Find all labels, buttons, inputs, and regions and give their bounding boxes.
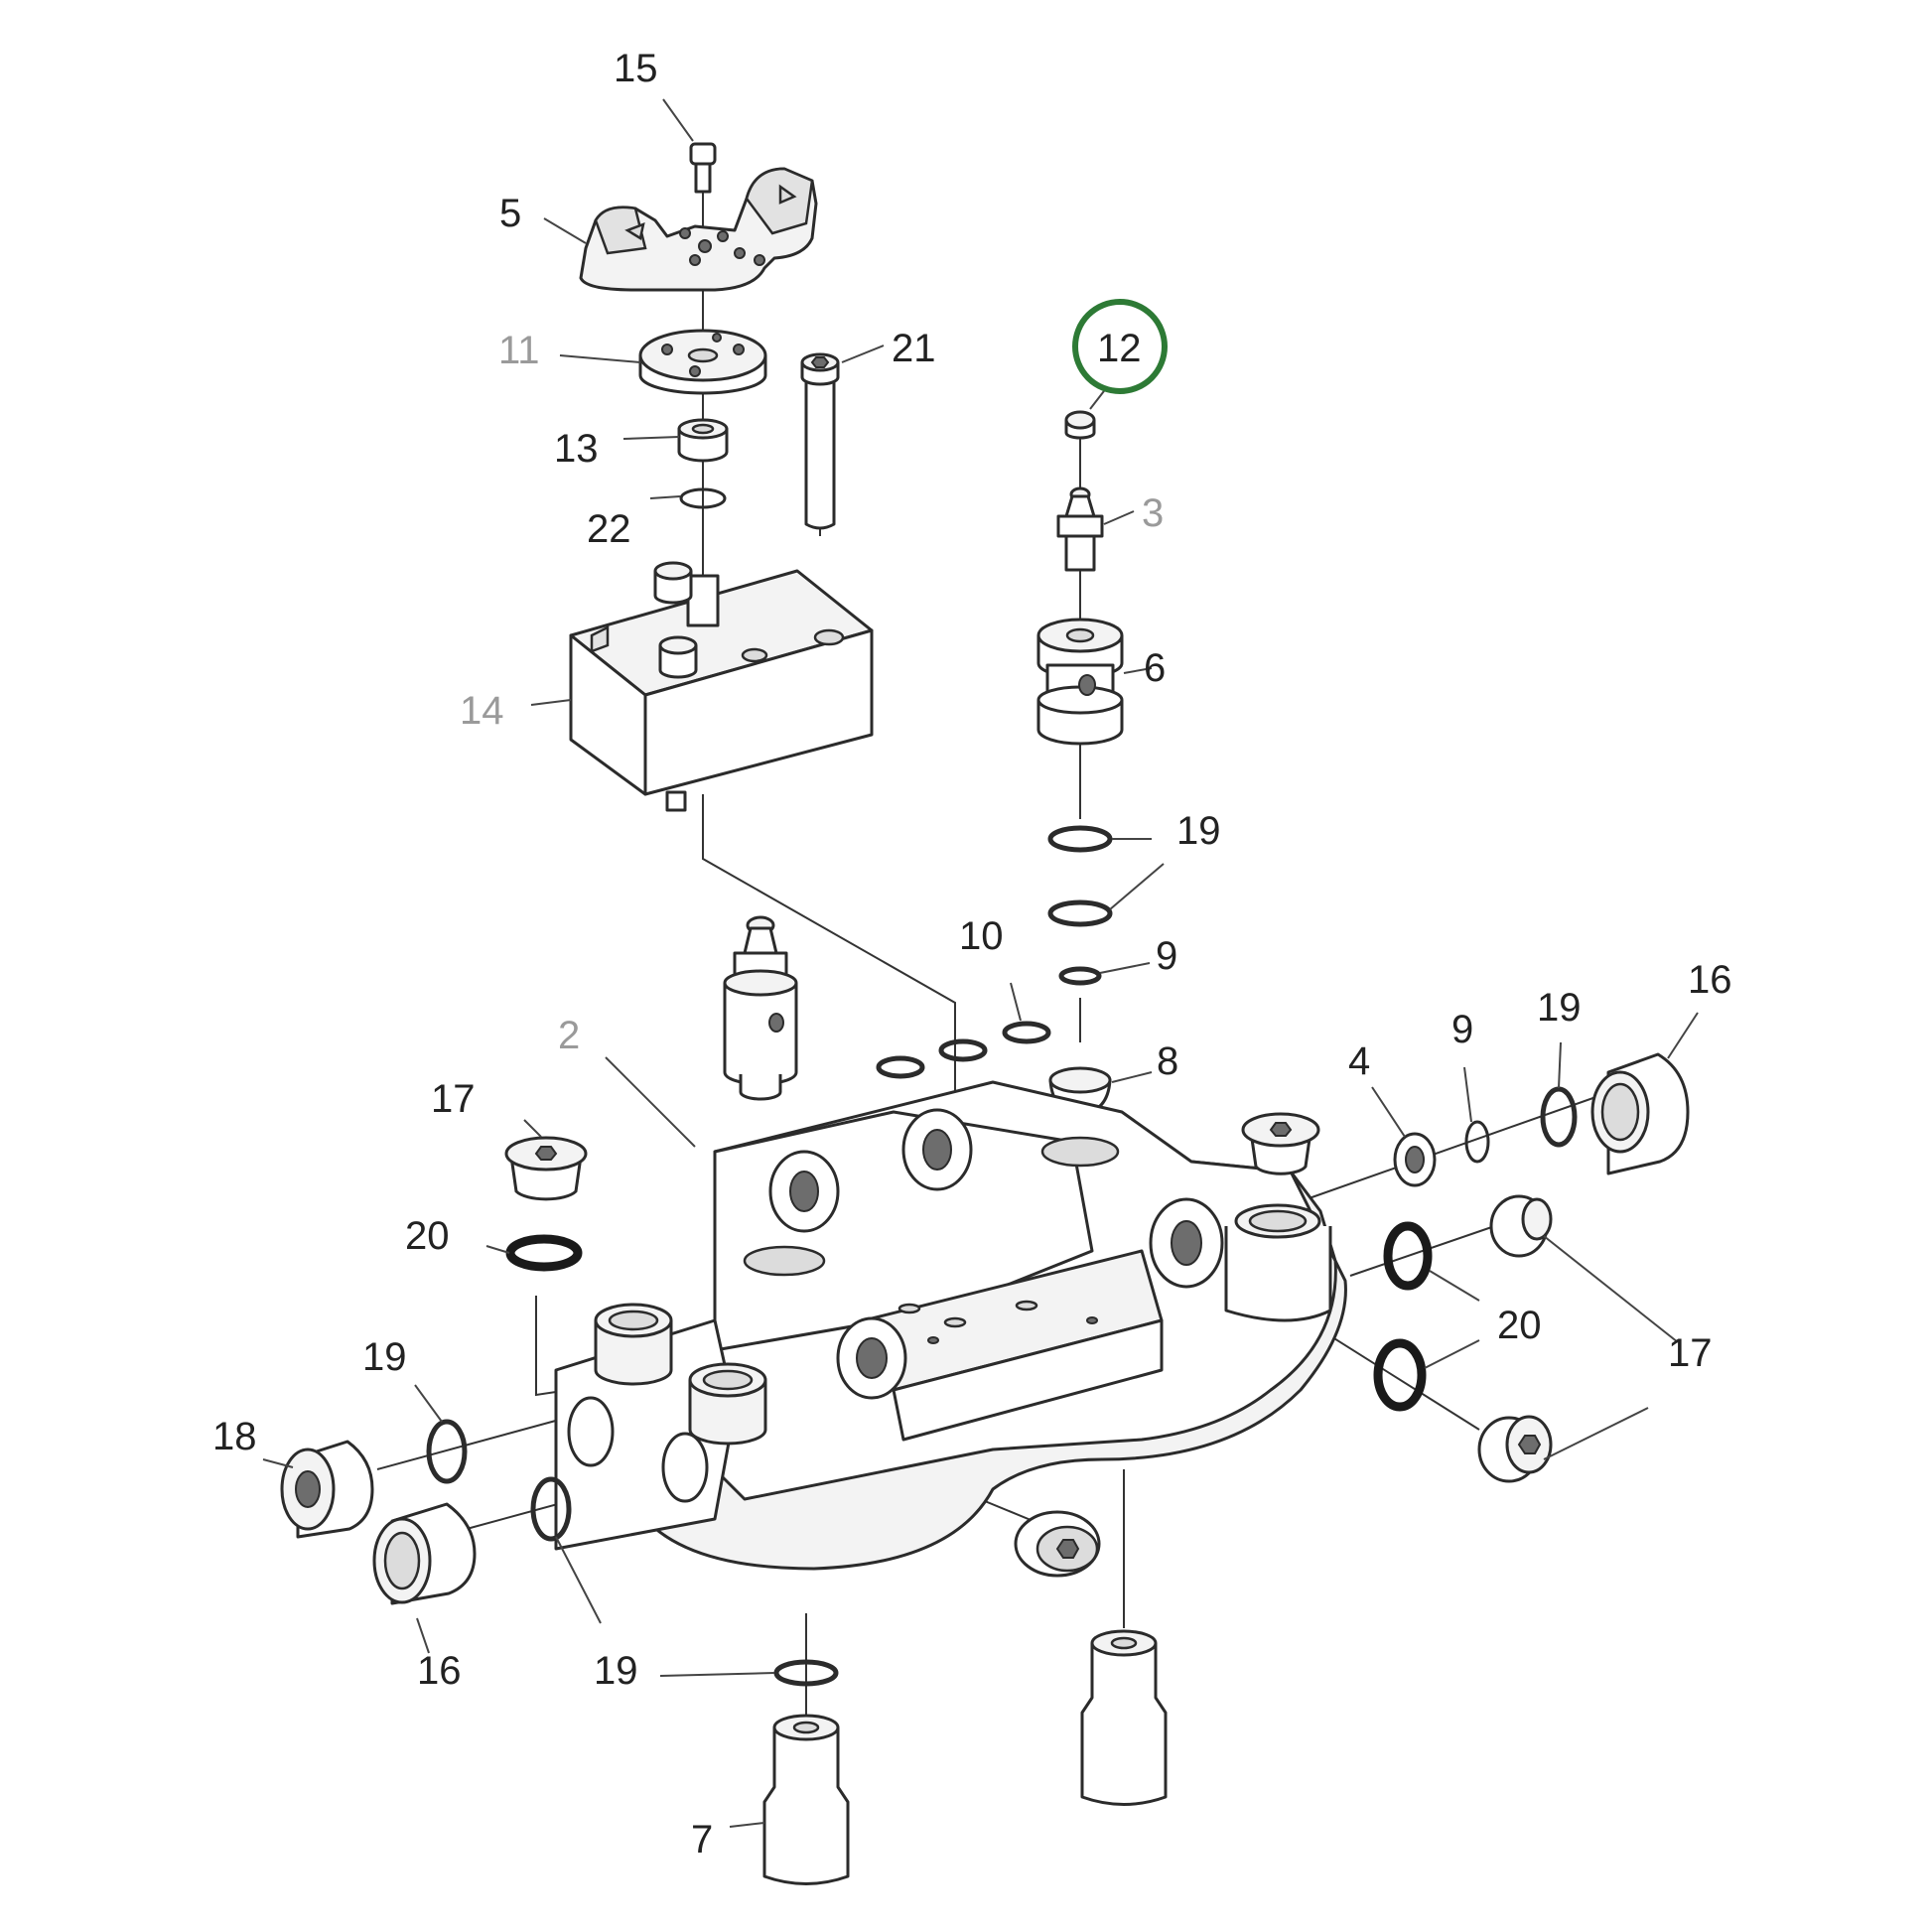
- callout-20-left: 20: [405, 1214, 450, 1258]
- part-12-cap: [1064, 410, 1096, 440]
- callout-10: 10: [959, 914, 1004, 958]
- callout-19-top: 19: [1176, 809, 1221, 853]
- part-17-plug-right-low: [1477, 1415, 1553, 1483]
- callout-4: 4: [1348, 1039, 1370, 1083]
- callout-16-left: 16: [417, 1649, 462, 1693]
- plug-front-lower: [1014, 1510, 1101, 1578]
- part-17-plug-right-mid: [1489, 1194, 1553, 1258]
- part-15-screw: [689, 142, 717, 194]
- callout-14: 14: [460, 689, 504, 733]
- right-fittings: [1393, 1052, 1690, 1187]
- part-21-cap-screw: [800, 352, 840, 530]
- callout-19-bottom: 19: [594, 1649, 638, 1693]
- part-3-grease-nipple: [1056, 486, 1104, 572]
- callout-9-right: 9: [1451, 1008, 1473, 1051]
- callout-22: 22: [587, 507, 631, 551]
- part-17-plug-top-right: [1241, 1112, 1320, 1175]
- o-rings-vertical-stack: [1047, 825, 1113, 986]
- part-13-bushing: [677, 418, 729, 463]
- callout-labels: 15 5 11 21 13 22 14 12 3 6 19 9 10 8 2 1…: [212, 47, 1732, 1862]
- part-20-seals: [505, 1221, 1433, 1412]
- callout-17-right: 17: [1668, 1331, 1713, 1375]
- callout-13: 13: [554, 427, 599, 471]
- callout-18: 18: [212, 1415, 257, 1458]
- callout-19-right: 19: [1537, 986, 1582, 1030]
- callout-16-right: 16: [1688, 958, 1732, 1002]
- part-17-plug-left: [504, 1136, 588, 1201]
- callout-9-top: 9: [1156, 934, 1177, 978]
- callout-leaders: [262, 98, 1699, 1828]
- fitting-lower-right: [1080, 1629, 1168, 1806]
- callout-5: 5: [499, 192, 521, 235]
- part-7-fitting-and-ring: [762, 1659, 850, 1885]
- part-6-valve: [1036, 618, 1124, 746]
- callout-12-highlight-ring: [1072, 299, 1168, 394]
- callout-15: 15: [614, 47, 658, 90]
- callout-6: 6: [1144, 646, 1166, 690]
- o-rings-top-ports: [876, 1021, 1051, 1079]
- part-11-disc: [638, 329, 767, 395]
- callout-11: 11: [498, 329, 540, 372]
- callout-19-left: 19: [362, 1335, 407, 1379]
- callout-7: 7: [691, 1818, 713, 1862]
- grease-nipple-valve-left: [723, 915, 798, 1101]
- part-14-valve-block: [569, 561, 874, 812]
- callout-12: 12: [1097, 327, 1142, 370]
- callout-21: 21: [892, 327, 936, 370]
- callout-20-right: 20: [1497, 1304, 1542, 1347]
- callout-8: 8: [1157, 1039, 1178, 1083]
- callout-3: 3: [1142, 491, 1164, 535]
- left-fittings: [280, 1419, 572, 1605]
- callout-17-left: 17: [431, 1077, 476, 1121]
- part-2-manifold-body: [554, 1080, 1347, 1571]
- callout-2: 2: [558, 1014, 580, 1057]
- part-22-washer: [679, 487, 727, 509]
- part-5-wing-plate: [579, 167, 818, 292]
